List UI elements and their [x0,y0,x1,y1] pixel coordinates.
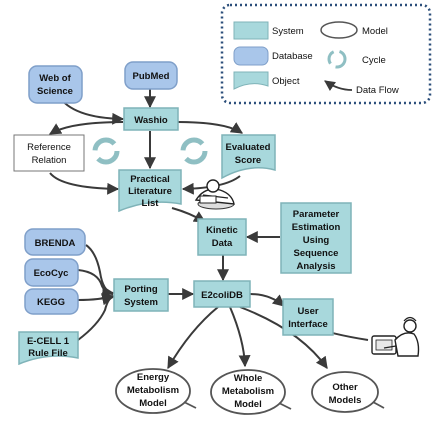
svg-text:Energy: Energy [137,372,170,383]
svg-text:Web of: Web of [39,73,71,84]
edge-kegg-porting [77,293,115,305]
computer-user-icon [371,316,420,357]
svg-text:Metabolism: Metabolism [222,386,274,397]
legend-frame [220,3,432,105]
svg-text:Evaluated: Evaluated [226,142,271,153]
svg-text:KEGG: KEGG [37,297,65,308]
svg-text:Reference: Reference [27,142,71,153]
svg-text:Washio: Washio [134,115,168,126]
edge-washio-reference [48,121,124,135]
legend-system-label: System [272,26,304,37]
cycle-icon [180,137,208,165]
node-ecocyc: EcoCyc [24,258,79,287]
node-user-interface: User Interface [282,298,334,336]
svg-text:Relation: Relation [32,155,67,166]
node-energy-metabolism-model: Energy Metabolism Model [115,368,197,414]
reading-person-icon [194,179,235,210]
node-pubmed: PubMed [124,61,178,90]
svg-text:EcoCyc: EcoCyc [34,268,69,279]
node-practical-literature-list: Practical Literature List [118,169,182,213]
svg-text:Literature: Literature [128,186,172,197]
node-web-of-science: Web of Science [28,65,83,104]
svg-text:System: System [124,297,158,308]
legend-object-label: Object [272,76,300,87]
svg-text:Science: Science [37,86,73,97]
legend-data-flow-label: Data Flow [356,85,399,96]
edge-e2colidb-whole [229,306,251,368]
svg-text:Model: Model [139,398,166,409]
legend-model-swatch [320,21,358,39]
svg-text:Data: Data [212,238,233,249]
svg-text:PubMed: PubMed [133,71,170,82]
legend: System Database Object Model Cycle Data … [220,3,432,105]
legend-database-label: Database [272,51,313,62]
svg-text:Whole: Whole [234,373,263,384]
svg-text:Score: Score [235,155,261,166]
legend-data-flow-arrow [324,80,353,91]
svg-text:List: List [142,198,160,209]
node-evaluated-score: Evaluated Score [221,134,276,180]
node-washio: Washio [123,107,179,131]
svg-text:Practical: Practical [130,174,170,185]
edge-brenda-porting [85,244,115,298]
svg-text:Rule File: Rule File [28,348,68,359]
legend-cycle-label: Cycle [362,55,386,66]
svg-text:Interface: Interface [288,319,328,330]
node-whole-metabolism-model: Whole Metabolism Model [210,369,292,415]
svg-text:E-CELL 1: E-CELL 1 [27,336,70,347]
node-ecell-rule-file: E-CELL 1 Rule File [18,331,79,366]
node-kinetic-data: Kinetic Data [197,218,247,256]
legend-model-label: Model [362,26,388,37]
edge-reference-practical [49,172,120,195]
node-brenda: BRENDA [24,228,86,256]
node-other-models: Other Models [311,371,385,413]
svg-text:Estimation: Estimation [292,222,341,233]
svg-text:Model: Model [234,399,261,410]
svg-text:Porting: Porting [124,284,157,295]
edge-washio-evaluated [177,121,244,134]
edge-ecell-porting [77,293,115,341]
svg-text:Sequence: Sequence [294,248,339,259]
node-e2colidb: E2coliDB [193,280,251,308]
svg-text:Using: Using [303,235,330,246]
cycle-icon [92,137,120,165]
legend-system-swatch [233,21,269,40]
node-reference-relation: Reference Relation [13,134,85,172]
svg-text:Models: Models [329,395,362,406]
legend-object-swatch [233,71,269,90]
edge-e2colidb-energy [167,306,219,370]
edge-e2colidb-userinterface [249,293,285,307]
svg-text:User: User [297,306,318,317]
legend-database-swatch [233,46,269,66]
cycle-icon [327,49,347,69]
svg-text:Other: Other [332,382,358,393]
node-porting-system: Porting System [113,278,169,312]
svg-text:Kinetic: Kinetic [206,225,238,236]
svg-text:BRENDA: BRENDA [35,238,76,249]
svg-text:E2coliDB: E2coliDB [201,290,243,301]
svg-text:Metabolism: Metabolism [127,385,179,396]
svg-text:Analysis: Analysis [296,261,335,272]
node-parameter-estimation: Parameter Estimation Using Sequence Anal… [280,202,352,274]
node-kegg: KEGG [24,288,79,315]
svg-text:Parameter: Parameter [293,209,340,220]
